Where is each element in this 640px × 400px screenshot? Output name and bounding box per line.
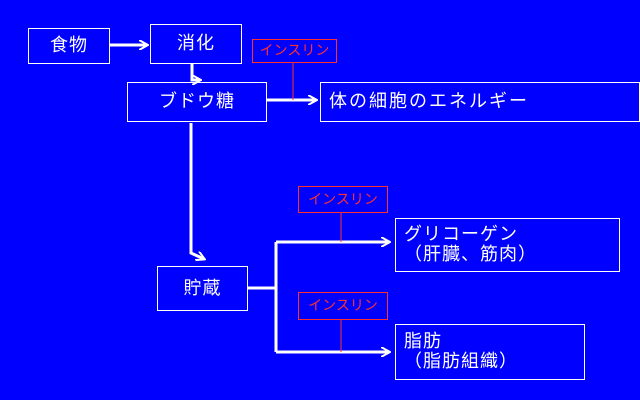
node-glycogen: グリコーゲン （肝臓、筋肉）	[395, 218, 620, 272]
node-glucose: ブドウ糖	[127, 82, 267, 122]
insulin-label-energy: インスリン	[252, 39, 337, 63]
arrow-storage-branch	[248, 242, 278, 352]
node-food: 食物	[28, 28, 110, 64]
glycogen-location: （肝臓、筋肉）	[404, 244, 537, 265]
node-storage: 貯蔵	[157, 266, 248, 311]
glycogen-label: グリコーゲン	[404, 224, 518, 245]
arrow-digestion-to-glucose	[190, 64, 200, 80]
insulin-label-glycogen: インスリン	[298, 186, 388, 213]
node-digestion: 消化	[150, 24, 242, 64]
node-energy: 体の細胞のエネルギー	[320, 82, 640, 122]
fat-location: （脂肪組織）	[404, 351, 518, 372]
arrow-glucose-to-storage	[189, 123, 204, 259]
fat-label: 脂肪	[404, 331, 442, 352]
node-fat: 脂肪 （脂肪組織）	[395, 324, 585, 380]
insulin-label-fat: インスリン	[298, 292, 388, 320]
